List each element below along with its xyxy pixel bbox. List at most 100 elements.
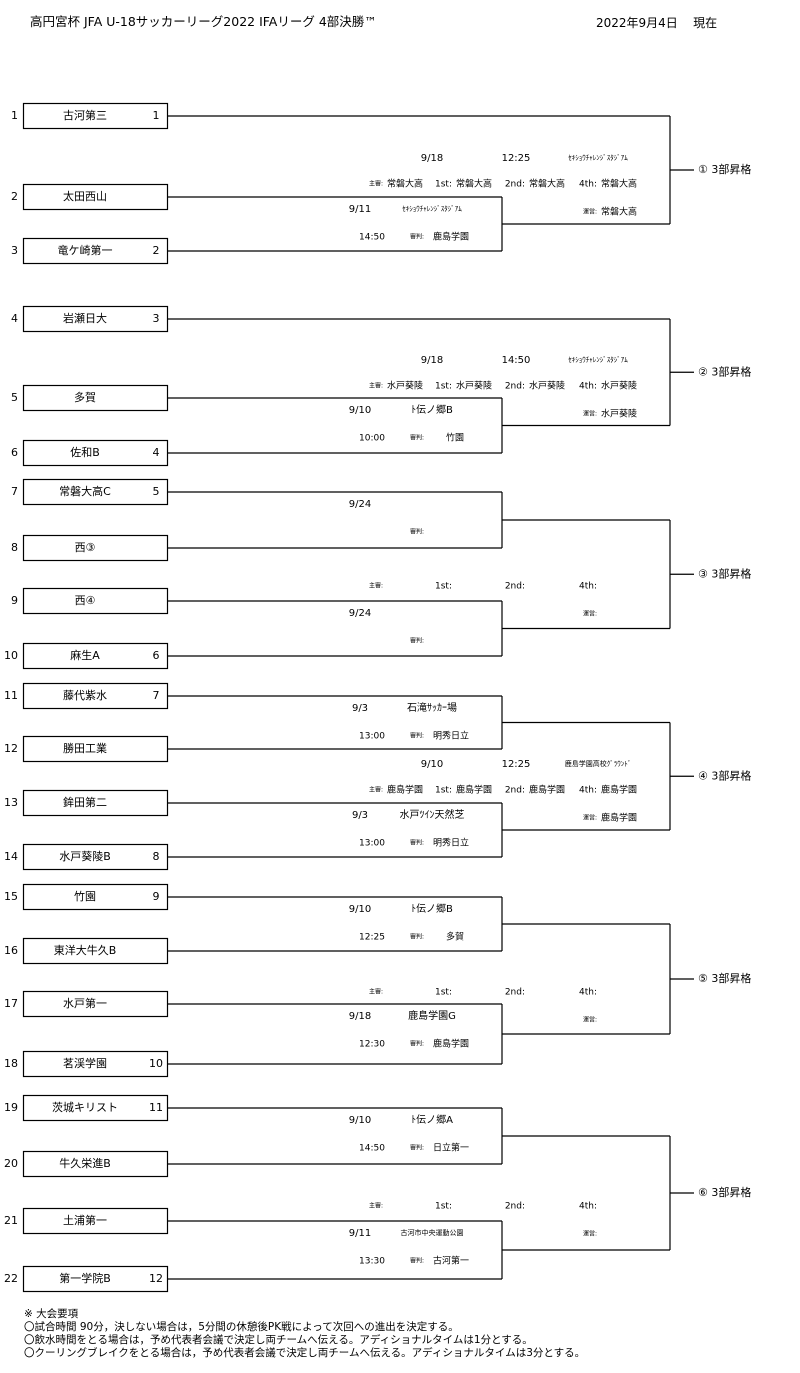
fourth-label: 4th: [579, 382, 597, 392]
final-fourth: 常磐大高 [601, 178, 637, 190]
team-number: 16 [4, 944, 18, 957]
referee-label: 審判: [410, 1040, 424, 1048]
team-name: 勝田工業 [63, 741, 107, 755]
final-unei: 鹿島学園 [601, 812, 637, 824]
notes-line-1: 〇試合時間 90分，決しない場合は，5分間の休憩後PK戦によって次回への進出を決… [24, 1321, 459, 1333]
unei-label: 運営: [583, 410, 597, 418]
tournament-notes: ※ 大会要項 〇試合時間 90分，決しない場合は，5分間の休憩後PK戦によって次… [24, 1308, 585, 1360]
referee-label: 審判: [410, 1144, 424, 1152]
unei-label: 運営: [583, 1016, 597, 1024]
team-number: 3 [11, 244, 18, 257]
second-label: 2nd: [505, 582, 525, 592]
team-number: 5 [11, 391, 18, 404]
final-time: 14:50 [502, 355, 531, 366]
referee-label: 審判: [410, 528, 424, 536]
final-time: 12:25 [502, 759, 531, 770]
team-seed: 4 [153, 446, 160, 459]
referee-label: 審判: [410, 839, 424, 847]
team-name: 水戸葵陵B [59, 850, 111, 863]
team-seed: 12 [149, 1272, 163, 1285]
team-box [22, 237, 169, 265]
match-venue: 古河市中央運動公園 [401, 1228, 464, 1237]
team-number: 2 [11, 190, 18, 203]
team-seed: 7 [153, 689, 160, 702]
team-box [22, 478, 169, 506]
team-name: 常磐大高C [59, 484, 111, 498]
team-number: 21 [4, 1214, 18, 1227]
promotion-label: ③ 3部昇格 [698, 566, 751, 580]
final-venue: ｾｷｼｮｳﾁｬﾚﾝｼﾞｽﾀｼﾞｱﾑ [568, 154, 628, 162]
match-time: 13:30 [359, 1257, 385, 1267]
team-box [22, 1150, 169, 1178]
team-name: 佐和B [70, 445, 100, 459]
team-number: 18 [4, 1057, 18, 1070]
match-referee: 明秀日立 [433, 837, 469, 849]
match-venue: ﾄ伝ノ郷A [411, 1114, 453, 1126]
team-box [22, 937, 169, 965]
match-venue: ﾄ伝ノ郷B [411, 404, 453, 416]
team-number: 14 [4, 850, 18, 863]
team-number: 6 [11, 446, 18, 459]
first-label: 1st: [435, 582, 452, 592]
second-label: 2nd: [505, 988, 525, 998]
match-referee: 明秀日立 [433, 730, 469, 742]
team-name: 岩瀬日大 [63, 311, 107, 325]
team-number: 4 [11, 312, 18, 325]
team-seed: 10 [149, 1057, 163, 1070]
team-name: 東洋大牛久B [54, 943, 117, 957]
second-label: 2nd: [505, 180, 525, 190]
match-date: 9/3 [352, 810, 368, 821]
match-date: 9/24 [349, 608, 371, 619]
second-label: 2nd: [505, 382, 525, 392]
referee-label: 審判: [410, 434, 424, 442]
team-seed: 6 [153, 649, 160, 662]
page-date: 2022年9月4日 現在 [596, 17, 717, 29]
match-time: 14:50 [359, 1144, 385, 1154]
team-box [22, 102, 169, 130]
unei-label: 運営: [583, 208, 597, 216]
match-referee: 鹿島学園 [433, 231, 469, 243]
team-box [22, 990, 169, 1018]
team-box [22, 1265, 169, 1293]
promotion-label: ⑥ 3部昇格 [698, 1185, 751, 1199]
team-seed: 11 [149, 1101, 163, 1114]
team-number: 10 [4, 649, 18, 662]
team-seed: 1 [153, 109, 160, 122]
team-number: 22 [4, 1272, 18, 1285]
team-box [22, 305, 169, 333]
promotion-label: ⑤ 3部昇格 [698, 971, 751, 985]
final-time: 12:25 [502, 153, 531, 164]
final-first: 常磐大高 [456, 178, 492, 190]
first-label: 1st: [435, 988, 452, 998]
match-time: 12:25 [359, 933, 385, 943]
first-label: 1st: [435, 382, 452, 392]
second-label: 2nd: [505, 786, 525, 796]
shushin-label: 主審: [369, 988, 383, 996]
team-number: 17 [4, 997, 18, 1010]
shushin-label: 主審: [369, 1202, 383, 1210]
final-first: 鹿島学園 [456, 784, 492, 796]
match-venue: 水戸ﾂｲﾝ天然芝 [400, 808, 465, 821]
match-venue: 石滝ｻｯｶｰ場 [407, 701, 457, 714]
shushin-label: 主審: [369, 180, 383, 188]
match-referee: 鹿島学園 [433, 1038, 469, 1050]
final-unei: 常磐大高 [601, 206, 637, 218]
team-name: 牛久栄進B [59, 1156, 111, 1170]
unei-label: 運営: [583, 814, 597, 822]
match-date: 9/18 [349, 1011, 371, 1022]
final-second: 水戸葵陵 [529, 380, 565, 392]
match-referee: 日立第一 [433, 1142, 469, 1154]
final-unei: 水戸葵陵 [601, 408, 637, 420]
team-box [22, 1050, 169, 1078]
notes-line-3: 〇クーリングブレイクをとる場合は，予め代表者会議で決定し両チームへ伝える。アディ… [24, 1347, 586, 1359]
referee-label: 審判: [410, 1257, 424, 1265]
match-referee: 多賀 [446, 931, 464, 943]
match-referee: 竹園 [446, 432, 464, 444]
team-name: 西③ [75, 541, 96, 554]
team-name: 茗渓学園 [63, 1056, 107, 1070]
promotion-label: ① 3部昇格 [698, 162, 751, 176]
match-date: 9/24 [349, 499, 371, 510]
team-seed: 5 [153, 485, 160, 498]
team-name: 水戸第一 [63, 996, 107, 1010]
